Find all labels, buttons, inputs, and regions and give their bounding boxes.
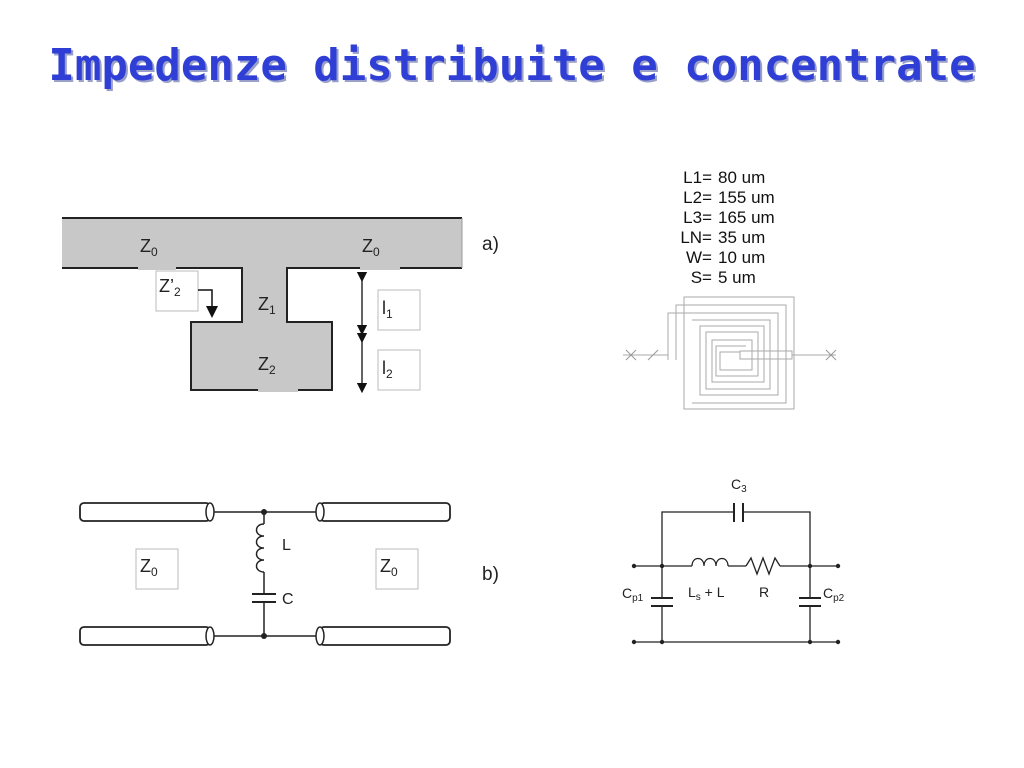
z1-label: Z1 [258,294,276,317]
param-row: L3= 165 um [660,208,775,228]
param-row: LN= 35 um [660,228,775,248]
diagram-b-label: b) [482,564,499,585]
param-key: S= [690,268,712,287]
param-value: 80 um [718,168,766,187]
inductor-label: L [282,537,291,554]
z2-label: Z2 [258,354,276,377]
param-row: S= 5 um [660,268,775,288]
param-key: L2= [683,188,712,207]
microstrip-shape [62,218,462,390]
param-row: L2= 155 um [660,188,775,208]
param-key: LN= [680,228,712,247]
l2-box [377,349,421,391]
resistor-symbol [745,556,781,576]
param-value: 155 um [718,188,775,207]
equivalent-circuit [631,503,841,645]
reference-arrow [198,289,218,318]
z2-prime-box [155,270,199,312]
param-value: 165 um [718,208,775,227]
inductor-symbol [255,523,265,573]
z0-left-label: Z0 [140,236,158,259]
param-value: 35 um [718,228,766,247]
ls-label: Ls + L [688,584,725,603]
ls-inductor [691,557,729,567]
equivalent-circuit-labels: C3 Cp1 Cp2 Ls + L R [622,476,845,604]
page-title: Impedenze distribuite e concentrate [48,40,976,91]
spiral-parameters: L1= 80 um L2= 155 um L3= 165 um LN= 35 um W=… [660,168,775,288]
r-label: R [759,584,769,600]
param-key: L1= [683,168,712,187]
param-row: W= 10 um [660,248,775,268]
param-key: L3= [683,208,712,227]
param-key: W= [686,248,712,267]
diagram-b: L C Z0 Z0 b) [79,502,499,646]
spiral-inductor [623,296,837,410]
z0-right-label: Z0 [362,236,380,259]
l1-box [377,289,421,331]
l2-label: l2 [382,358,393,381]
diagram-a-label: a) [482,234,499,255]
param-value: 10 um [718,248,766,267]
diagram-a: Z0 Z0 Z’2 Z1 Z2 l1 l2 a) [62,217,499,394]
z0-left-label-b: Z0 [140,556,158,579]
cp1-label: Cp1 [622,585,644,604]
l1-label: l1 [382,298,393,321]
z2-prime-label: Z’2 [159,276,181,299]
param-row: L1= 80 um [660,168,775,188]
z0-right-label-b: Z0 [380,556,398,579]
cp2-label: Cp2 [823,585,845,604]
capacitor-label: C [282,591,294,608]
c3-label: C3 [731,476,747,495]
param-value: 5 um [718,268,756,287]
